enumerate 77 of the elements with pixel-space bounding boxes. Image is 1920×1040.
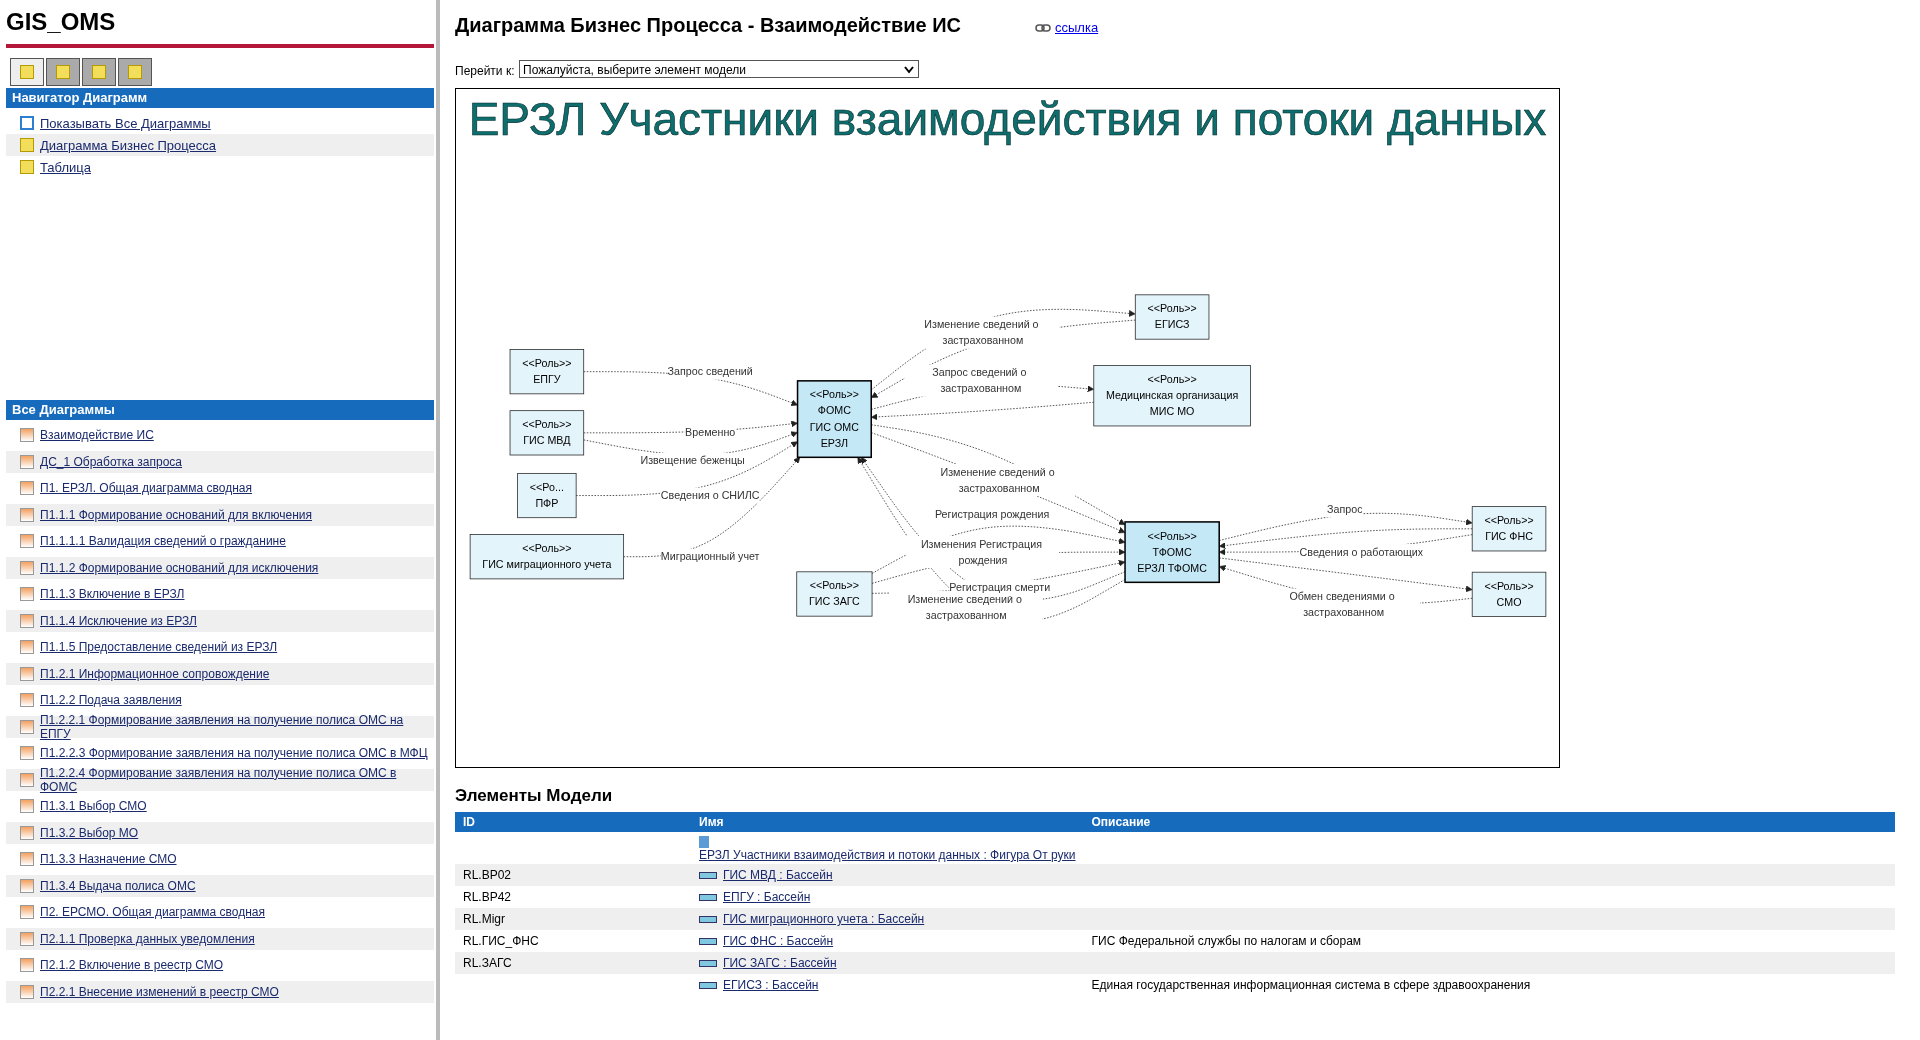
diagram-title: ЕРЗЛ Участники взаимодействия и потоки данных xyxy=(467,93,1548,145)
nav-link: Показывать Все Диаграммы xyxy=(40,115,211,131)
field-label: Перейти к: xyxy=(455,64,515,78)
nav-link: Таблица xyxy=(40,159,91,175)
diagram-link: ДС_1 Обработка запроса xyxy=(40,454,183,469)
diagram-link: П1.3.1 Выбор СМО xyxy=(40,799,147,813)
description-cell: Единая государственная информационная система в сфере здравоохранения xyxy=(1083,974,1895,996)
node-box: <<Роль>> ГИС миграционного учета xyxy=(469,534,624,580)
element-link: ГИС ЗАГС : Бассейн xyxy=(723,956,837,970)
edge-label: Регистрация рождения xyxy=(934,508,1050,521)
id-cell: RL.ЗАГС xyxy=(455,952,691,974)
edge-label: Изменения Регистрация рождения xyxy=(920,537,1042,566)
node-box: <<Роль>> ЕГИСЗ xyxy=(1134,294,1210,340)
node-box: <<Роль>> ФОМС ГИС ОМС ЕРЗЛ xyxy=(796,380,872,459)
node-box: <<Роль>> Медицинская организация МИС МО xyxy=(1093,365,1251,427)
edge-label: Запрос сведений xyxy=(667,365,753,378)
element-link: ГИС миграционного учета : Бассейн xyxy=(723,912,925,926)
edge-label: Изменение сведений о застрахованном xyxy=(907,592,1022,621)
id-cell: RL.Migr xyxy=(455,908,691,930)
edge-label: Изменение сведений о застрахованном xyxy=(940,465,1055,494)
description-cell: ГИС Федеральной службы по налогам и сборам xyxy=(1083,930,1895,952)
page-heading: Диаграмма Бизнес Процесса - Взаимодействие ИС xyxy=(455,14,962,37)
diagram-link: П2.1.1 Проверка данных уведомления xyxy=(40,931,255,946)
element-link: ГИС ФНС : Бассейн xyxy=(723,934,834,948)
diagram-link: П1.1.5 Предоставление сведений из ЕРЗЛ xyxy=(40,640,278,654)
diagram-link: П1.3.4 Выдача полиса ОМС xyxy=(40,878,196,893)
edge-label: Временно xyxy=(685,426,736,439)
edge-label: Миграционный учет xyxy=(660,550,760,563)
diagram-link: П1.2.2.3 Формирование заявления на получение полиса ОМС в МФЦ xyxy=(40,746,428,760)
diagram-link: П1.2.2 Подача заявления xyxy=(40,693,182,707)
page-link: ссылка xyxy=(1055,20,1099,35)
section-header: Навигатор Диаграмм xyxy=(6,88,434,108)
element-link: ЕГИСЗ : Бассейн xyxy=(723,978,819,992)
edge-label: Запрос сведений о застрахованном xyxy=(932,366,1027,395)
column-header: ID xyxy=(455,812,691,832)
edge-label: Регистрация смерти xyxy=(949,581,1051,594)
id-cell: RL.BP42 xyxy=(455,886,691,908)
id-cell: RL.ГИС_ФНС xyxy=(455,930,691,952)
diagram-link: П2.1.2 Включение в реестр СМО xyxy=(40,958,224,972)
node-box: <<Роль>> ГИС МВД xyxy=(509,410,585,456)
node-box: <<Роль>> ГИС ФНС xyxy=(1471,506,1547,552)
diagram-link: П1.3.3 Назначение СМО xyxy=(40,852,177,866)
diagram-link: П1.1.1 Формирование оснований для включения xyxy=(40,507,312,522)
diagram-link: П1.1.3 Включение в ЕРЗЛ xyxy=(40,587,185,601)
nav-link: Диаграмма Бизнес Процесса xyxy=(40,137,217,153)
node-box: <<Ро... ПФР xyxy=(517,473,577,519)
section-header: Все Диаграммы xyxy=(6,400,434,420)
diagram-link: П1.2.2.1 Формирование заявления на получение полиса ОМС на ЕПГУ xyxy=(39,712,405,741)
diagram-link: П1.2.1 Информационное сопровождение xyxy=(40,666,270,681)
diagram-link: П1. ЕРЗЛ. Общая диаграмма сводная xyxy=(40,481,252,495)
edge-label: Сведения о работающих xyxy=(1299,545,1424,558)
diagram-link: П2. ЕРСМО. Общая диаграмма сводная xyxy=(40,905,266,919)
dropdown-select: Пожалуйста, выберите элемент модели xyxy=(519,60,919,78)
diagram-link: П1.2.2.4 Формирование заявления на получение полиса ОМС в ФОМС xyxy=(39,765,398,794)
app-title: GIS_OMS xyxy=(6,8,116,36)
edge-label: Изменение сведений о застрахованном xyxy=(924,318,1039,347)
diagram-link: П1.1.2 Формирование оснований для исключения xyxy=(40,560,319,575)
column-header: Имя xyxy=(691,812,1084,832)
node-box: <<Роль>> ГИС ЗАГС xyxy=(796,571,873,617)
diagram-link: П1.3.2 Выбор МО xyxy=(40,825,139,840)
diagram-link: П2.2.1 Внесение изменений в реестр СМО xyxy=(40,984,279,999)
edge-label: Сведения о СНИЛС xyxy=(660,489,760,502)
element-link: ЕПГУ : Бассейн xyxy=(723,890,811,904)
node-box: <<Роль>> ЕПГУ xyxy=(509,349,585,395)
element-link: ЕРЗЛ Участники взаимодействия и потоки данных : Фигура От руки xyxy=(699,848,1076,862)
column-header: Описание xyxy=(1083,812,1895,832)
id-cell: RL.BP02 xyxy=(455,864,691,886)
section-heading: Элементы Модели xyxy=(455,786,613,806)
node-box: <<Роль>> СМО xyxy=(1471,571,1547,617)
element-link: ГИС МВД : Бассейн xyxy=(723,868,833,882)
diagram-link: П1.1.1.1 Валидация сведений о гражданине xyxy=(40,534,286,548)
diagram-link: П1.1.4 Исключение из ЕРЗЛ xyxy=(40,613,197,628)
diagram-link: Взаимодействие ИС xyxy=(40,428,154,442)
edge-label: Извещение беженцы xyxy=(640,454,745,467)
edge-label: Обмен сведениями о застрахованном xyxy=(1289,590,1395,619)
node-box: <<Роль>> ТФОМС ЕРЗЛ ТФОМС xyxy=(1124,521,1220,584)
edge-label: Запрос xyxy=(1327,503,1363,516)
